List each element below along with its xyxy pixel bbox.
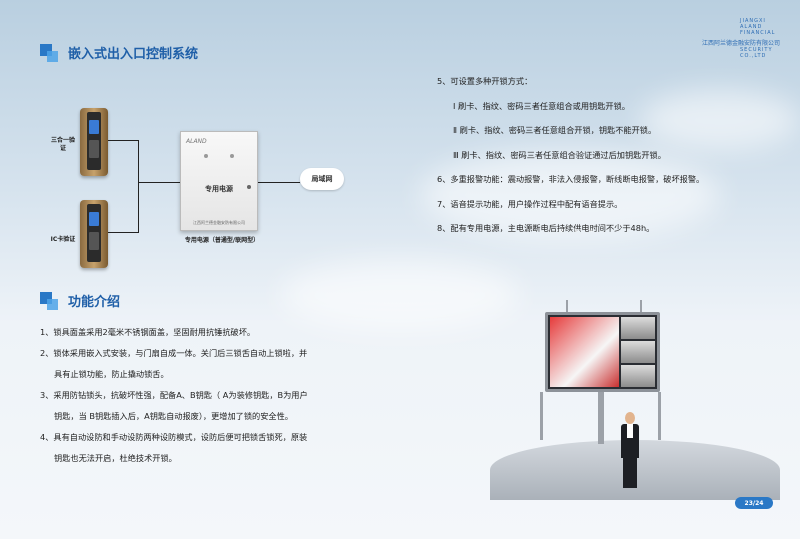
power-button: [247, 185, 251, 189]
list-item: 7、语音提示功能，用户操作过程中配有语音提示。: [437, 198, 623, 209]
list-subitem: Ⅰ 刷卡、指纹、密码三者任意组合或用钥匙开锁。: [453, 100, 630, 111]
birds-decoration: ᵛ ᵛ ᵛ: [560, 228, 597, 238]
feature-item-cont: 钥匙，当 B钥匙插入后，A钥匙自动报废），更增加了锁的安全性。: [54, 411, 293, 421]
unlock-features-list: 5、可设置多种开锁方式： Ⅰ 刷卡、指纹、密码三者任意组合或用钥匙开锁。 Ⅱ 刷…: [437, 69, 777, 241]
features-title: 功能介绍: [40, 291, 120, 310]
lock2-label: IC卡验证: [50, 236, 76, 243]
lock1-label: 三合一验证: [50, 137, 75, 152]
connector-line: [138, 140, 139, 233]
feature-item-cont: 钥匙也无法开启，杜绝技术开锁。: [54, 453, 177, 463]
power-subtext: 江西阿兰德金融安防有限公司: [193, 220, 245, 225]
lamp-pole: [640, 300, 642, 314]
company-logo: JIANGXI ALAND FINANCIAL 江西阿兰德金融安防有限公司 SE…: [702, 18, 780, 59]
power-brand: ALAND: [186, 138, 207, 145]
title-square-icon: [40, 43, 58, 62]
lock-device-2: [80, 200, 108, 268]
connector-line: [108, 232, 138, 233]
power-title: 专用电源: [205, 185, 233, 193]
background-cloud: [280, 260, 520, 330]
connector-line: [108, 140, 138, 141]
feature-item: 3、采用防钻锁头，抗破坏性强，配备A、B钥匙（ A为装修钥匙，B为用户: [40, 390, 308, 400]
feature-item-cont: 具有止锁功能，防止撬动锁舌。: [54, 369, 169, 379]
lock-device-1: [80, 108, 108, 176]
businessman-illustration: [618, 412, 642, 490]
company-name: 江西阿兰德金融安防有限公司: [701, 40, 780, 47]
lan-label: 局域网: [311, 175, 333, 183]
screen-stand: [540, 392, 543, 440]
indicator-light: [230, 154, 234, 158]
feature-item: 1、锁具面盖采用2毫米不锈钢面盖，坚固耐用抗锤抗破坏。: [40, 327, 256, 337]
page-title: 嵌入式出入口控制系统: [40, 43, 198, 62]
list-subitem: Ⅱ 刷卡、指纹、密码三者任意组合开锁，钥匙不能开锁。: [453, 125, 657, 135]
feature-item: 2、锁体采用嵌入式安装，与门扇自成一体。关门后三锁舌自动上锁啦，并: [40, 348, 308, 358]
indicator-light: [204, 154, 208, 158]
logo-vertical-text-lower: SECURITY CO.,LTD: [740, 47, 773, 59]
connector-line: [138, 182, 180, 183]
screen-stand: [598, 392, 604, 444]
logo-vertical-text: JIANGXI ALAND FINANCIAL: [740, 18, 776, 36]
power-caption: 专用电源（普通型/联网型）: [184, 237, 260, 244]
page-title-text: 嵌入式出入口控制系统: [68, 47, 199, 62]
screen-stand: [658, 392, 661, 440]
list-item: 8、配有专用电源，主电源断电后持续供电时间不少于48h。: [437, 223, 655, 233]
background-cloud: [640, 90, 800, 150]
lan-cloud-icon: 局域网: [300, 168, 344, 190]
features-title-text: 功能介绍: [68, 295, 121, 310]
feature-item: 4、具有自动设防和手动设防两种设防模式，设防后便可把锁舌锁死，原装: [40, 432, 308, 442]
display-screen-illustration: [545, 312, 660, 392]
list-item: 5、可设置多种开锁方式：: [437, 76, 533, 86]
feature-list: 1、锁具面盖采用2毫米不锈钢面盖，坚固耐用抗锤抗破坏。 2、锁体采用嵌入式安装，…: [40, 322, 370, 469]
power-supply-box: ALAND 专用电源 江西阿兰德金融安防有限公司: [180, 131, 258, 231]
background-cloud: [420, 150, 720, 240]
page-number-badge: 23/24: [735, 497, 773, 509]
connector-line: [256, 182, 300, 183]
lamp-pole: [566, 300, 568, 314]
title-square-icon: [40, 291, 58, 310]
list-subitem: Ⅲ 刷卡、指纹、密码三者任意组合验证通过后加钥匙开锁。: [453, 149, 666, 160]
list-item: 6、多重报警功能：震动报警，非法入侵报警，断线断电报警，破坏报警。: [437, 174, 705, 184]
